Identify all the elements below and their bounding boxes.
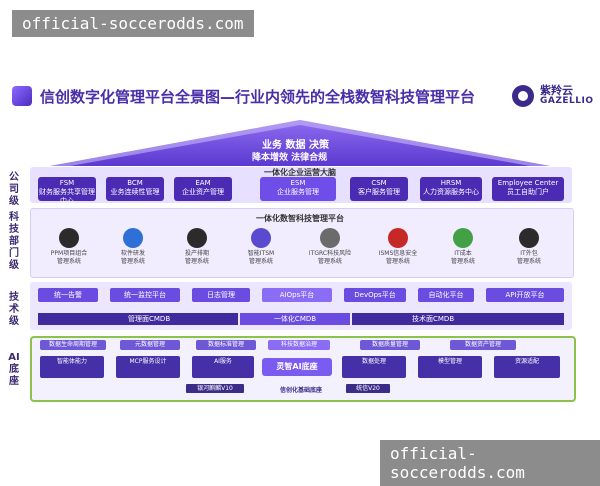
roof-line-1: 业务 数据 决策 — [262, 140, 329, 151]
side-label-dept: 科技部门级 — [9, 212, 19, 271]
company-system-csm[interactable]: CSM 客户服务管理 — [350, 177, 408, 201]
system-code: FSM — [59, 179, 75, 187]
dept-module-itcost[interactable]: IT成本 管理系统 — [438, 228, 488, 268]
ai-chip-metadata[interactable]: 元数据管理 — [120, 340, 180, 350]
brand-en: GAZELLIO — [540, 96, 594, 106]
system-code: Employee Center — [497, 179, 559, 187]
ai-base-label: 信创化基础底座 — [280, 387, 323, 394]
ai-card-ai-service[interactable]: AI服务 — [192, 356, 254, 378]
ai-card-resource[interactable]: 资源适配 — [494, 356, 560, 378]
system-code: BCM — [127, 179, 143, 187]
ai-card-agent[interactable]: 智能体能力 — [40, 356, 104, 378]
cmdb-left: 管理面CMDB — [38, 313, 238, 325]
ai-card-mcp[interactable]: MCP服务设计 — [116, 356, 180, 378]
company-system-hrsm[interactable]: HRSM 人力资源服务中心 — [420, 177, 482, 201]
system-name: 客户服务管理 — [358, 188, 400, 196]
tech-item-api[interactable]: API开放平台 — [486, 288, 564, 302]
cmdb-right: 技术面CMDB — [352, 313, 564, 325]
ai-chip-lifecycle[interactable]: 数据生命周期管理 — [40, 340, 106, 350]
system-code: HRSM — [440, 179, 462, 187]
cmdb-mid[interactable]: 一体化CMDB — [240, 313, 350, 325]
company-title: 一体化企业运营大脑 — [264, 168, 336, 177]
system-code: ESM — [290, 179, 306, 187]
dept-module-ppm[interactable]: PPM项目组合 管理系统 — [44, 228, 94, 268]
dept-module-dev[interactable]: 软件研发 管理系统 — [108, 228, 158, 268]
roof-line-2: 降本增效 法律合规 — [252, 153, 328, 163]
dept-band — [30, 208, 574, 278]
system-code: CSM — [371, 179, 387, 187]
tech-item-devops[interactable]: DevOps平台 — [344, 288, 406, 302]
itcost-icon — [453, 228, 473, 248]
ppm-icon — [59, 228, 79, 248]
system-name: 财务服务共享管理中心 — [39, 188, 95, 205]
system-name: 人力资源服务中心 — [423, 188, 479, 196]
itsm-icon — [251, 228, 271, 248]
brand-cn: 紫羚云 — [540, 84, 573, 97]
ai-center-base[interactable]: 灵智AI底座 — [262, 358, 332, 376]
dept-module-itsm[interactable]: 智能ITSM 管理系统 — [236, 228, 286, 268]
dept-module-release[interactable]: 投产排期 管理系统 — [172, 228, 222, 268]
ai-chip-quality[interactable]: 数据质量管理 — [360, 340, 420, 350]
company-system-esm[interactable]: ESM 企业服务管理 — [260, 177, 336, 201]
ai-chip-asset[interactable]: 数据资产管理 — [450, 340, 516, 350]
tech-item-automation[interactable]: 自动化平台 — [418, 288, 474, 302]
system-name: 业务连续性管理 — [110, 188, 160, 196]
title-cube-icon — [12, 86, 32, 106]
tech-item-alert[interactable]: 统一告警 — [38, 288, 98, 302]
watermark-bottom: official-soccerodds.com — [380, 440, 600, 486]
side-label-company: 公司级 — [9, 172, 19, 207]
release-icon — [187, 228, 207, 248]
brand-logo: 紫羚云 GAZELLIO — [512, 82, 594, 112]
brand-mark-icon — [512, 85, 534, 107]
dept-module-itoutsource[interactable]: IT外包 管理系统 — [504, 228, 554, 268]
dept-module-itgrc[interactable]: ITGRC科技风险 管理系统 — [302, 228, 358, 268]
page-title: 信创数字化管理平台全景图—行业内领先的全栈数智科技管理平台 — [40, 88, 476, 106]
roof-triangle — [50, 120, 550, 166]
dev-icon — [123, 228, 143, 248]
itgrc-icon — [320, 228, 340, 248]
system-name: 员工自助门户 — [507, 188, 549, 196]
system-name: 企业资产管理 — [182, 188, 224, 196]
system-name: 企业服务管理 — [277, 188, 319, 196]
dept-module-isms[interactable]: ISMS信息安全 管理系统 — [370, 228, 426, 268]
tech-item-monitor[interactable]: 统一监控平台 — [110, 288, 180, 302]
side-label-ai: AI底座 — [8, 352, 20, 387]
watermark-top: official-soccerodds.com — [12, 10, 254, 37]
ai-card-model[interactable]: 模型管理 — [418, 356, 482, 378]
ai-tag-kylin: 银河麒麟V10 — [186, 384, 244, 393]
ai-card-data-processing[interactable]: 数据处理 — [342, 356, 406, 378]
itoutsource-icon — [519, 228, 539, 248]
company-system-fsm[interactable]: FSM 财务服务共享管理中心 — [38, 177, 96, 205]
company-system-employee-center[interactable]: Employee Center 员工自助门户 — [492, 177, 564, 201]
tech-item-log[interactable]: 日志管理 — [192, 288, 250, 302]
ai-chip-governance[interactable]: 科技数据治理 — [268, 340, 330, 350]
system-code: EAM — [195, 179, 211, 187]
tech-item-aiops[interactable]: AIOps平台 — [262, 288, 332, 302]
dept-title: 一体化数智科技管理平台 — [256, 214, 344, 223]
company-system-eam[interactable]: EAM 企业资产管理 — [174, 177, 232, 201]
isms-icon — [388, 228, 408, 248]
side-label-tech: 技术级 — [9, 292, 19, 327]
ai-chip-standard[interactable]: 数据标准管理 — [196, 340, 256, 350]
ai-tag-uos: 统信V20 — [346, 384, 390, 393]
company-system-bcm[interactable]: BCM 业务连续性管理 — [106, 177, 164, 201]
